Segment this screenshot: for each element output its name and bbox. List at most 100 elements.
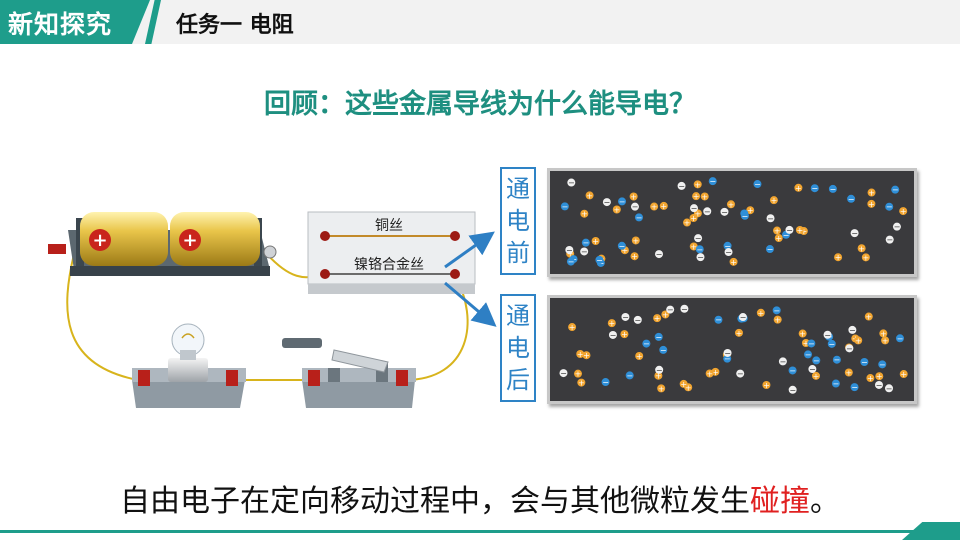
electron-particle: − bbox=[832, 355, 841, 365]
electron-particle: − bbox=[655, 365, 664, 375]
ion-particle: + bbox=[795, 225, 804, 235]
ion-particle: + bbox=[769, 196, 778, 205]
particles-after: ++++++++++++++++++++++++++++++++++−−−−−−… bbox=[559, 304, 908, 395]
ion-particle: + bbox=[756, 308, 765, 318]
svg-text:+: + bbox=[658, 384, 665, 393]
svg-text:−: − bbox=[566, 246, 573, 255]
bulb-holder bbox=[132, 358, 246, 408]
ion-particle: + bbox=[657, 384, 666, 393]
ion-particle: + bbox=[875, 372, 884, 381]
electron-particle: − bbox=[633, 315, 642, 325]
circuit-diagram: + + 铜丝 镍铬合金丝 bbox=[48, 211, 476, 408]
svg-text:+: + bbox=[654, 314, 661, 323]
ion-particle: + bbox=[794, 183, 803, 193]
electron-particle: − bbox=[581, 238, 590, 248]
svg-text:−: − bbox=[581, 247, 588, 256]
svg-text:−: − bbox=[691, 204, 698, 213]
svg-text:−: − bbox=[561, 202, 568, 211]
svg-text:−: − bbox=[861, 358, 868, 367]
ion-particle: + bbox=[692, 192, 701, 201]
bottom-statement: 自由电子在定向移动过程中，会与其他微粒发生碰撞。 bbox=[0, 476, 960, 520]
svg-text:+: + bbox=[835, 253, 842, 262]
electron-particle: − bbox=[885, 235, 894, 245]
electron-particle: − bbox=[753, 180, 762, 189]
svg-text:−: − bbox=[897, 334, 904, 343]
electron-particle: − bbox=[666, 305, 675, 315]
svg-text:+: + bbox=[685, 383, 692, 392]
svg-text:+: + bbox=[868, 200, 875, 209]
ion-particle: + bbox=[746, 206, 755, 215]
electron-particle: − bbox=[891, 185, 900, 195]
svg-text:+: + bbox=[586, 191, 593, 200]
svg-text:+: + bbox=[763, 381, 770, 390]
svg-text:−: − bbox=[724, 349, 731, 358]
ion-particle: + bbox=[607, 319, 616, 328]
svg-text:+: + bbox=[578, 379, 585, 388]
svg-text:+: + bbox=[577, 350, 584, 359]
svg-text:+: + bbox=[690, 214, 697, 223]
ion-particle: + bbox=[899, 370, 908, 379]
svg-text:+: + bbox=[728, 200, 735, 209]
electron-particle: − bbox=[823, 330, 832, 340]
electron-particle: − bbox=[812, 356, 821, 365]
electron-particle: − bbox=[630, 202, 639, 212]
electron-particle: − bbox=[565, 245, 574, 255]
svg-text:−: − bbox=[660, 346, 667, 355]
label-after: 通电后 bbox=[500, 294, 536, 402]
svg-text:−: − bbox=[626, 371, 633, 380]
svg-text:+: + bbox=[632, 236, 639, 245]
ion-particle: + bbox=[899, 207, 908, 216]
electron-particle: − bbox=[827, 339, 836, 349]
electron-particle: − bbox=[708, 177, 717, 186]
svg-text:−: − bbox=[582, 239, 589, 248]
svg-text:−: − bbox=[725, 248, 732, 257]
electron-particle: − bbox=[810, 184, 819, 193]
svg-text:+: + bbox=[880, 329, 887, 338]
ion-particle: + bbox=[867, 188, 876, 198]
svg-text:−: − bbox=[767, 245, 774, 254]
svg-text:+: + bbox=[747, 206, 754, 215]
svg-text:+: + bbox=[182, 230, 197, 251]
svg-text:−: − bbox=[619, 197, 626, 206]
ion-particle: + bbox=[585, 191, 594, 200]
svg-text:−: − bbox=[704, 207, 711, 216]
svg-text:−: − bbox=[879, 360, 886, 369]
bottom-text-suffix: 。 bbox=[810, 484, 840, 519]
electron-particle: − bbox=[788, 366, 797, 375]
svg-text:−: − bbox=[602, 378, 609, 387]
electron-particle: − bbox=[560, 202, 569, 211]
ion-particle: + bbox=[573, 369, 582, 379]
ion-particle: + bbox=[683, 218, 692, 228]
svg-text:−: − bbox=[656, 250, 663, 259]
ion-particle: + bbox=[653, 314, 662, 323]
ion-particle: + bbox=[629, 192, 638, 201]
ion-particle: + bbox=[679, 379, 688, 389]
svg-text:+: + bbox=[900, 370, 907, 379]
panel-before: ++++++++++++++++++++++++++++++++++−−−−−−… bbox=[547, 168, 917, 277]
electron-particle: − bbox=[778, 357, 787, 366]
electron-particle: − bbox=[580, 247, 589, 256]
electron-particle: − bbox=[788, 385, 797, 395]
electron-particle: − bbox=[677, 181, 686, 191]
svg-text:−: − bbox=[892, 186, 899, 195]
svg-text:−: − bbox=[834, 356, 841, 365]
svg-text:+: + bbox=[858, 244, 865, 253]
svg-text:+: + bbox=[863, 253, 870, 262]
electron-particle: − bbox=[723, 348, 732, 358]
ion-particle: + bbox=[693, 180, 702, 189]
electron-particle: − bbox=[724, 248, 733, 257]
electron-particle: − bbox=[738, 313, 747, 322]
electron-particle: − bbox=[736, 369, 745, 379]
svg-text:−: − bbox=[596, 256, 603, 265]
svg-text:−: − bbox=[830, 185, 837, 194]
svg-text:+: + bbox=[660, 202, 667, 211]
svg-text:+: + bbox=[694, 209, 701, 218]
svg-text:+: + bbox=[867, 374, 874, 383]
electron-particle: − bbox=[695, 245, 704, 254]
svg-text:+: + bbox=[693, 192, 700, 201]
svg-text:+: + bbox=[900, 207, 907, 216]
arrows bbox=[444, 231, 497, 327]
svg-text:+: + bbox=[592, 237, 599, 246]
svg-text:−: − bbox=[737, 370, 744, 379]
electron-particle: − bbox=[634, 213, 643, 222]
